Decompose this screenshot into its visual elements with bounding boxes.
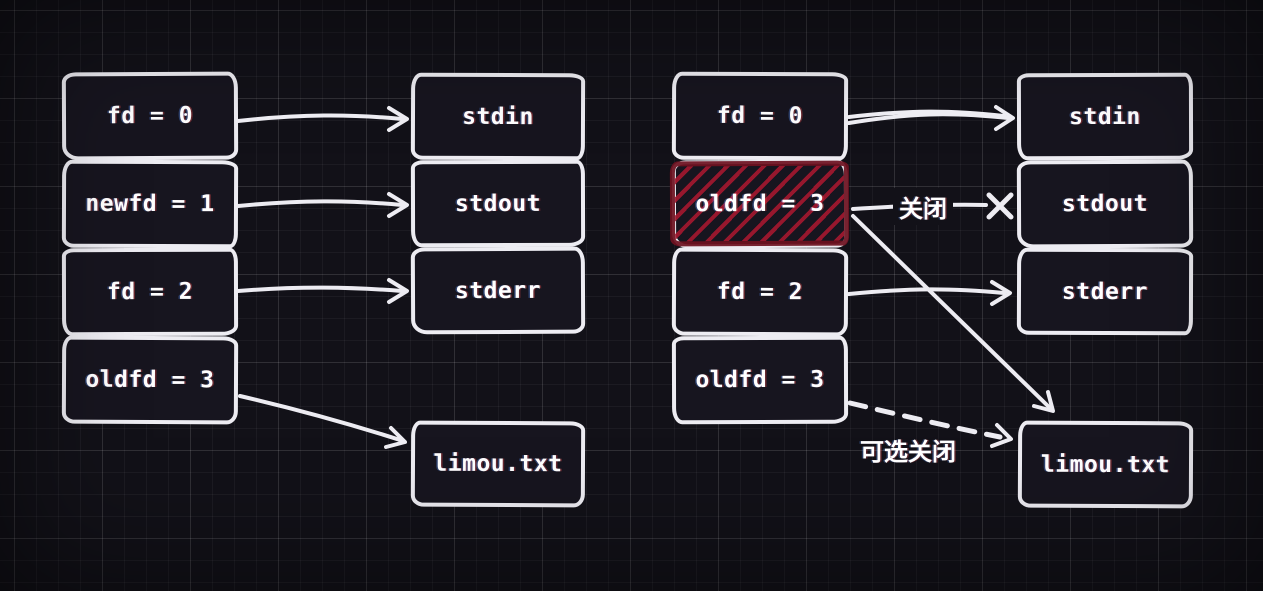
left-arrow-oldfd3-file xyxy=(238,394,407,449)
box-label: stdin xyxy=(462,103,534,130)
optional-close-label: 可选关闭 xyxy=(860,439,956,466)
box-label: limou.txt xyxy=(433,450,563,478)
right-cell-fd2: fd = 2 xyxy=(671,247,849,337)
cell-label: newfd = 1 xyxy=(85,190,215,218)
cell-label: fd = 2 xyxy=(716,278,804,306)
left-fd-table: fd = 0 newfd = 1 fd = 2 oldfd = 3 xyxy=(61,71,239,425)
left-arrow-fd2-stderr xyxy=(236,278,409,304)
left-cell-fd0: fd = 0 xyxy=(61,71,239,161)
right-stdout-box: stdout xyxy=(1016,159,1194,249)
left-cell-oldfd3: oldfd = 3 xyxy=(61,335,239,425)
box-label: stdout xyxy=(454,190,542,217)
right-stdin-box: stdin xyxy=(1016,72,1194,161)
box-label: limou.txt xyxy=(1040,451,1171,478)
left-arrow-newfd1-stdout xyxy=(236,192,409,218)
left-stdout-box: stdout xyxy=(410,159,586,248)
right-cell-oldfd3: oldfd = 3 xyxy=(671,335,849,425)
cell-label: oldfd = 3 xyxy=(85,366,215,394)
left-arrow-fd0-stdin xyxy=(236,106,409,132)
left-stdin-box: stdin xyxy=(410,72,586,161)
cell-label: oldfd = 3 xyxy=(695,190,825,218)
box-label: stderr xyxy=(454,277,542,304)
left-cell-newfd1: newfd = 1 xyxy=(61,159,239,249)
left-file-box: limou.txt xyxy=(410,420,586,508)
cell-label: fd = 0 xyxy=(716,102,804,130)
right-arrow-fd2-stderr xyxy=(847,280,1012,306)
cell-label: fd = 2 xyxy=(106,278,194,306)
close-x-icon xyxy=(986,192,1014,220)
box-label: stderr xyxy=(1061,278,1149,305)
close-label: 关闭 xyxy=(893,188,953,225)
box-label: stdin xyxy=(1069,103,1141,130)
right-cell-fd0: fd = 0 xyxy=(671,71,849,161)
right-arrow-fd0-stdin xyxy=(847,105,1015,131)
right-cell-oldfd3-closed: oldfd = 3 xyxy=(669,159,850,249)
right-fd-table: fd = 0 oldfd = 3 fd = 2 oldfd = 3 xyxy=(669,71,850,425)
box-label: stdout xyxy=(1061,190,1149,218)
left-cell-fd2: fd = 2 xyxy=(61,247,239,337)
right-stderr-box: stderr xyxy=(1016,247,1194,336)
right-file-box: limou.txt xyxy=(1017,420,1194,509)
cell-label: oldfd = 3 xyxy=(695,366,825,394)
cell-label: fd = 0 xyxy=(106,102,194,130)
left-stderr-box: stderr xyxy=(410,246,586,335)
